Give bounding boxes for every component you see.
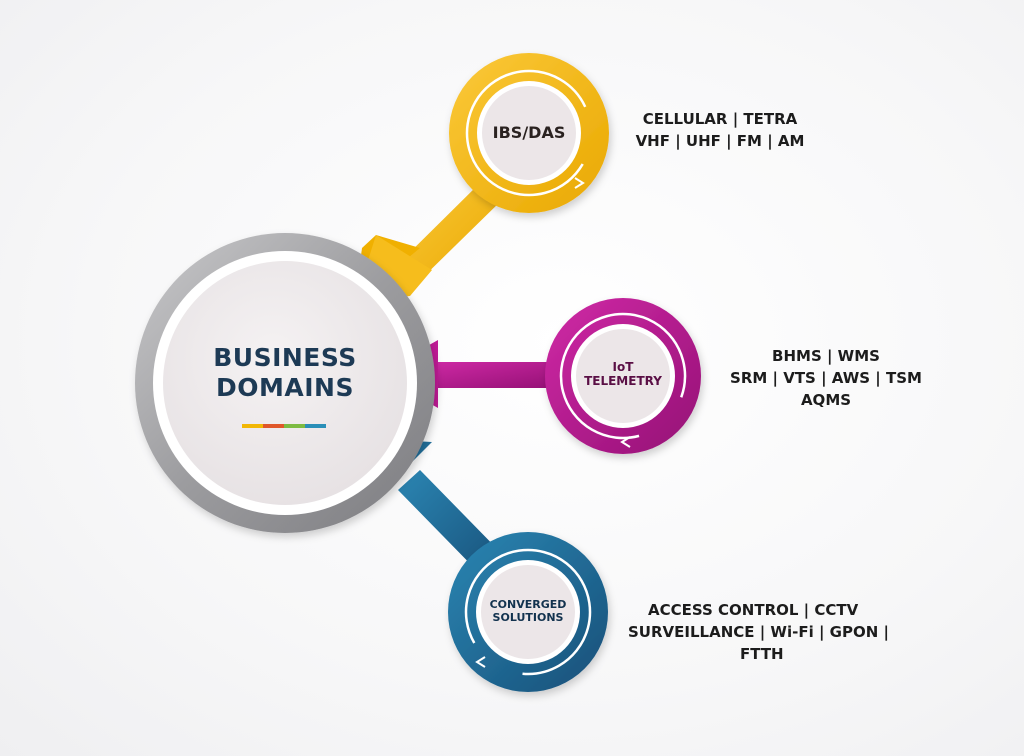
accent-segment-blue <box>305 424 326 428</box>
node-title-converged-line2: SOLUTIONS <box>492 611 564 624</box>
center-title: BUSINESS DOMAINS <box>180 343 390 403</box>
node-title-converged-line1: CONVERGED <box>489 598 567 611</box>
node-title-iot-line1: IoT <box>612 360 634 374</box>
desc-ibs-das-line2: VHF | UHF | FM | AM <box>635 132 805 150</box>
node-title-iot-line2: TELEMETRY <box>584 374 662 388</box>
accent-segment-orange <box>263 424 284 428</box>
desc-iot-telemetry: BHMS | WMS SRM | VTS | AWS | TSM AQMS <box>716 345 936 411</box>
central-circle <box>135 233 435 533</box>
node-converged-solutions <box>448 532 608 692</box>
desc-iot-line1: BHMS | WMS <box>772 347 880 365</box>
accent-segment-green <box>284 424 305 428</box>
desc-converged-solutions: ACCESS CONTROL | CCTV SURVEILLANCE | Wi-… <box>612 599 912 665</box>
desc-converged-line3: FTTH <box>740 645 784 663</box>
accent-segment-yellow <box>242 424 263 428</box>
center-title-line1: BUSINESS <box>213 343 357 372</box>
desc-iot-line3: AQMS <box>800 391 852 409</box>
center-title-line2: DOMAINS <box>216 373 354 402</box>
node-ibs-das <box>449 53 609 213</box>
desc-converged-line2: SURVEILLANCE | Wi-Fi | GPON | <box>628 623 889 641</box>
node-title-converged-solutions: CONVERGED SOLUTIONS <box>478 598 578 624</box>
desc-converged-line1: ACCESS CONTROL | CCTV <box>648 601 859 619</box>
node-title-iot-telemetry: IoT TELEMETRY <box>573 360 673 388</box>
desc-ibs-das: CELLULAR | TETRA VHF | UHF | FM | AM <box>610 108 830 152</box>
desc-ibs-das-line1: CELLULAR | TETRA <box>642 110 798 128</box>
node-title-ibs-das: IBS/DAS <box>492 123 566 142</box>
desc-iot-line2: SRM | VTS | AWS | TSM <box>730 369 922 387</box>
node-iot-telemetry <box>545 298 701 454</box>
